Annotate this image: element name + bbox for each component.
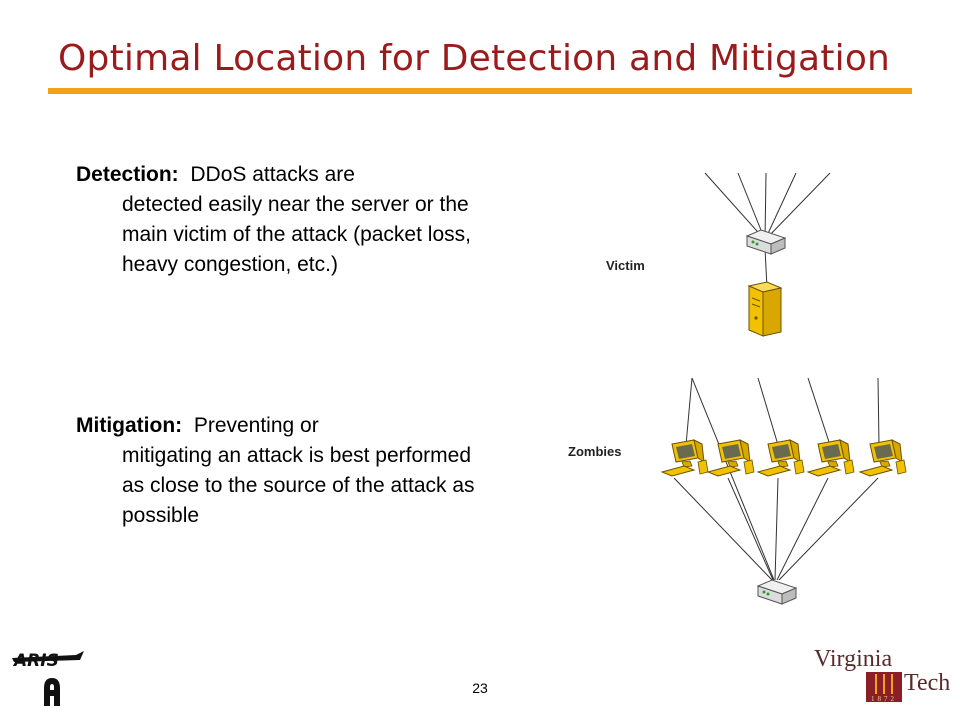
detection-text-first: DDoS attacks are	[190, 163, 355, 186]
virginia-tech-logo: Virginia 1872 Tech	[814, 646, 950, 703]
page-number: 23	[472, 680, 488, 696]
title-underline	[48, 88, 912, 94]
source-router-icon	[757, 579, 797, 605]
zombies-label: Zombies	[568, 444, 621, 459]
detection-bullet: Detection: DDoS attacks are detected eas…	[76, 160, 476, 280]
zombie-pc-icon	[757, 439, 805, 477]
zombie-pc-icon	[859, 439, 907, 477]
mitigation-text-rest: mitigating an attack is best performed a…	[122, 444, 475, 527]
zombie-pc-icon	[707, 439, 755, 477]
victim-links	[704, 172, 831, 289]
aris-logo: ARIS	[12, 651, 84, 706]
zombie-links	[673, 377, 880, 581]
zombie-pc-icon	[807, 439, 855, 477]
vt-logo-line2: Tech	[904, 670, 950, 696]
mitigation-bullet: Mitigation: Preventing or mitigating an …	[76, 411, 476, 531]
network-diagram: Victim Zombies	[568, 172, 907, 605]
detection-term: Detection:	[76, 163, 179, 186]
mitigation-term: Mitigation:	[76, 414, 183, 437]
zombie-pc-icon	[661, 439, 709, 477]
victim-label: Victim	[606, 258, 645, 273]
victim-server-icon	[748, 281, 782, 337]
vt-seal-year: 1872	[871, 695, 897, 703]
victim-router-icon	[746, 229, 786, 255]
mitigation-text-first: Preventing or	[193, 414, 319, 437]
vt-logo-line1: Virginia	[814, 646, 892, 672]
detection-text-rest: detected easily near the server or the m…	[122, 193, 471, 276]
slide-title: Optimal Location for Detection and Mitig…	[58, 38, 891, 79]
